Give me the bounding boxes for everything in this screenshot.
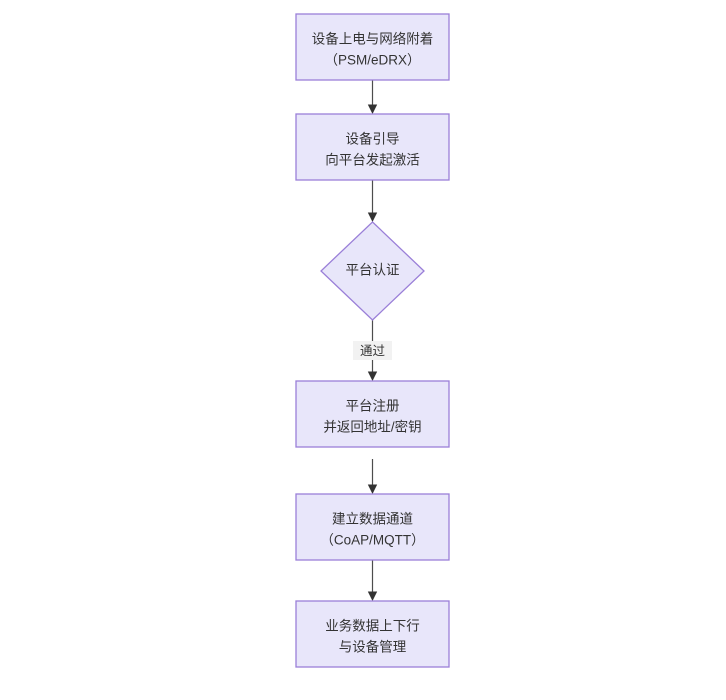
node-business-data-line2: 与设备管理 <box>339 639 407 655</box>
edge-label-background <box>353 341 392 360</box>
arrowhead-icon <box>367 371 378 381</box>
node-power-on[interactable]: 设备上电与网络附着 （PSM/eDRX） <box>295 13 450 81</box>
node-business-data-shape[interactable] <box>295 600 450 668</box>
node-business-data[interactable]: 业务数据上下行 与设备管理 <box>295 600 450 668</box>
node-power-on-line1: 设备上电与网络附着 <box>312 31 434 47</box>
arrowhead-icon <box>367 591 378 601</box>
edge-bootstrap-to-platform-auth <box>367 180 378 222</box>
node-platform-auth[interactable]: 平台认证 <box>320 221 425 321</box>
edge-data-channel-to-business-data <box>367 559 378 601</box>
arrowhead-icon <box>367 212 378 222</box>
node-power-on-shape[interactable] <box>295 13 450 81</box>
edge-label-pass: 通过 <box>360 344 386 358</box>
node-bootstrap-line2: 向平台发起激活 <box>325 153 420 168</box>
arrowhead-icon <box>367 484 378 494</box>
node-platform-auth-label: 平台认证 <box>346 263 400 278</box>
node-platform-register-shape[interactable] <box>295 380 450 448</box>
node-bootstrap[interactable]: 设备引导 向平台发起激活 <box>295 113 450 181</box>
edge-power-on-to-bootstrap <box>367 80 378 114</box>
node-platform-auth-shape[interactable] <box>320 221 425 321</box>
node-business-data-line1: 业务数据上下行 <box>325 619 420 634</box>
node-data-channel-line2: （CoAP/MQTT） <box>320 533 424 548</box>
node-data-channel-line1: 建立数据通道 <box>332 512 413 527</box>
node-bootstrap-line1: 设备引导 <box>346 131 400 147</box>
arrowhead-icon <box>367 104 378 114</box>
node-platform-register-line1: 平台注册 <box>346 399 400 414</box>
node-data-channel[interactable]: 建立数据通道 （CoAP/MQTT） <box>295 493 450 561</box>
edge-platform-auth-to-platform-register: 通过 <box>353 320 392 381</box>
node-platform-register-line2: 并返回地址/密钥 <box>323 419 421 435</box>
node-data-channel-shape[interactable] <box>295 493 450 561</box>
node-platform-register[interactable]: 平台注册 并返回地址/密钥 <box>295 380 450 448</box>
node-bootstrap-shape[interactable] <box>295 113 450 181</box>
edge-platform-register-to-data-channel <box>367 459 378 494</box>
node-power-on-line2: （PSM/eDRX） <box>324 53 420 68</box>
